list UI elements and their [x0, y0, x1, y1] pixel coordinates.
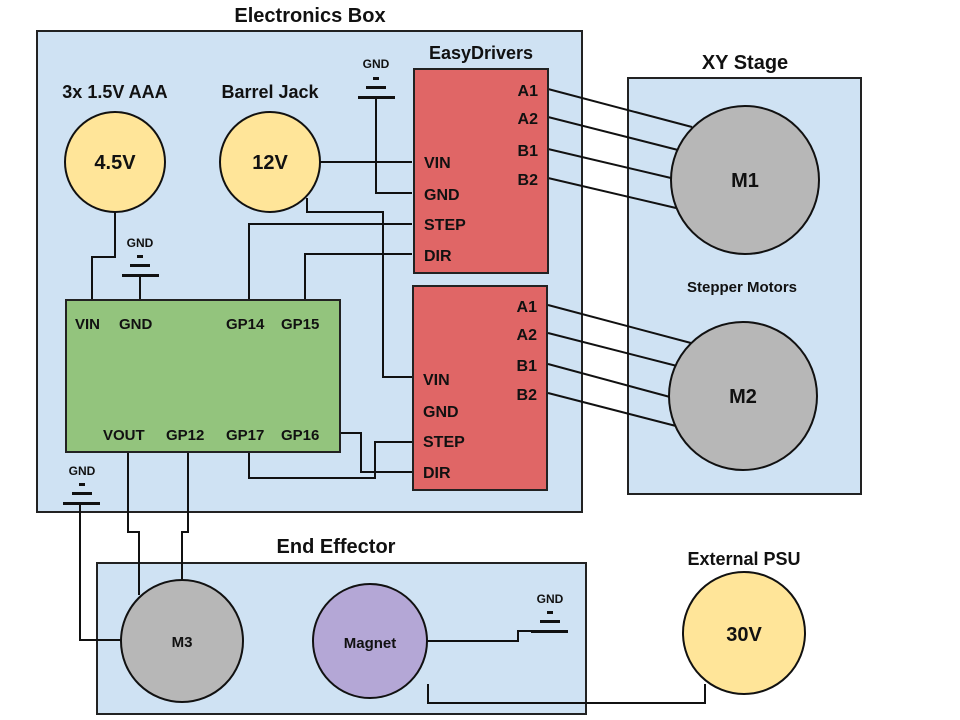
driver2-pin-b2: B2 — [517, 387, 538, 404]
battery-label: 3x 1.5V AAA — [62, 82, 167, 102]
motor-m2 — [668, 321, 818, 471]
driver1-board — [413, 68, 549, 274]
driver2-pin-step: STEP — [423, 434, 465, 451]
mcu-pin-gnd: GND — [119, 316, 153, 333]
mcu-pin-gp14: GP14 — [226, 316, 265, 333]
gnd-label: GND — [363, 57, 390, 71]
barrel-jack-label: Barrel Jack — [221, 82, 319, 102]
battery-voltage: 4.5V — [94, 152, 136, 174]
stepper-motors-label: Stepper Motors — [687, 279, 797, 296]
wire-gnd-to-m3 — [79, 505, 121, 641]
driver1-pin-dir: DIR — [424, 248, 452, 265]
wire-gp12-to-m3 — [181, 452, 189, 580]
wire-gp14-to-driver1-step — [248, 223, 412, 300]
end-effector-title: End Effector — [277, 536, 396, 558]
magnet — [312, 583, 428, 699]
wire-gp17-to-driver2-step — [248, 441, 412, 479]
wire-d1-a2-m1 — [547, 116, 679, 151]
driver2-pin-vin: VIN — [423, 372, 450, 389]
mcu-pin-vin: VIN — [75, 316, 100, 333]
electronics-box-title: Electronics Box — [234, 5, 385, 27]
driver1-pin-step: STEP — [424, 217, 466, 234]
external-psu-label: External PSU — [687, 549, 800, 569]
external-psu-voltage: 30V — [726, 624, 762, 646]
gnd-label: GND — [127, 236, 154, 250]
driver1-pin-a2: A2 — [518, 111, 539, 128]
wire-magnet-to-psu — [427, 684, 706, 704]
ground-icon: GND — [122, 236, 159, 277]
driver2-board — [412, 285, 548, 491]
wire-d2-a1-m2 — [547, 304, 692, 344]
motor-m3 — [120, 579, 244, 703]
external-psu-source — [682, 571, 806, 695]
mcu-board — [65, 299, 341, 453]
driver1-pin-vin: VIN — [424, 155, 451, 172]
mcu-pin-gp15: GP15 — [281, 316, 319, 333]
driver2-pin-a2: A2 — [517, 327, 538, 344]
wire-d1-b2-m1 — [547, 177, 677, 209]
mcu-pin-gp12: GP12 — [166, 427, 204, 444]
ground-icon: GND — [358, 57, 395, 99]
mcu-pin-gp17: GP17 — [226, 427, 264, 444]
wire-d2-a2-m2 — [547, 332, 678, 367]
easydriver-1: VIN GND STEP DIR A1 A2 B1 B2 — [413, 68, 549, 274]
driver1-pin-b2: B2 — [518, 172, 539, 189]
easydrivers-title: EasyDrivers — [429, 43, 533, 63]
driver1-pin-b1: B1 — [518, 143, 539, 160]
battery-source — [64, 111, 166, 213]
barrel-jack-voltage: 12V — [252, 152, 288, 174]
driver2-pin-b1: B1 — [517, 358, 538, 375]
wire-gp16-to-driver2-dir — [340, 432, 412, 473]
wire-12v-to-driver2-vin — [306, 198, 412, 378]
wire-vout-to-m3 — [127, 452, 140, 595]
mcu-pin-vout: VOUT — [103, 427, 145, 444]
gnd-label: GND — [537, 592, 564, 606]
wire-d1-b1-m1 — [547, 148, 672, 179]
wire-d2-b1-m2 — [547, 363, 671, 398]
driver1-pin-gnd: GND — [424, 187, 460, 204]
driver2-pin-dir: DIR — [423, 465, 451, 482]
xy-stage-title: XY Stage — [702, 52, 788, 74]
motor-m2-label: M2 — [729, 386, 757, 408]
wire-battery-to-vin — [91, 212, 116, 300]
motor-m1 — [670, 105, 820, 255]
driver1-pin-a1: A1 — [518, 83, 539, 100]
driver2-pin-gnd: GND — [423, 404, 459, 421]
ground-icon: GND — [531, 592, 568, 633]
mcu-pin-gp16: GP16 — [281, 427, 319, 444]
wires — [79, 88, 706, 704]
barrel-jack-source — [219, 111, 321, 213]
wire-d2-b2-m2 — [547, 392, 677, 427]
motor-m3-label: M3 — [172, 634, 193, 651]
easydriver-2: VIN GND STEP DIR A1 A2 B1 B2 — [412, 285, 548, 491]
wire-gnd-to-driver1-gnd — [375, 98, 412, 194]
ground-icon: GND — [63, 464, 100, 505]
magnet-label: Magnet — [344, 635, 397, 652]
wire-gp15-to-driver1-dir — [304, 253, 412, 300]
driver2-pin-a1: A1 — [517, 299, 538, 316]
microcontroller: VIN GND GP14 GP15 VOUT GP12 GP17 GP16 — [65, 299, 341, 453]
gnd-label: GND — [69, 464, 96, 478]
wire-d1-a1-m1 — [547, 88, 693, 128]
motor-m1-label: M1 — [731, 170, 759, 192]
